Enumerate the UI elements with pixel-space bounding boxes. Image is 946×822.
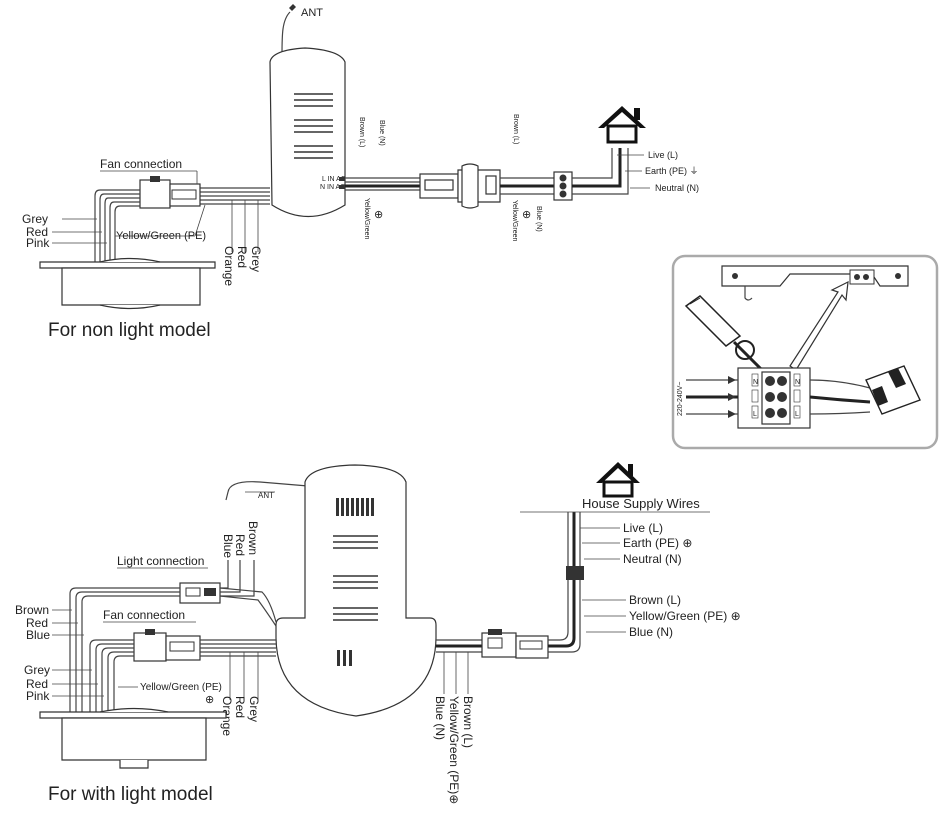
bottom-left-wire-pink: Pink <box>26 689 50 703</box>
bottom-light-wire-brown: Brown <box>246 521 260 555</box>
bottom-house-icon <box>596 462 640 498</box>
top-supply-wires <box>572 148 650 195</box>
bottom-receiver-vents-icon <box>333 498 378 666</box>
bottom-wire-grey: Grey <box>247 696 261 722</box>
top-caption: For non light model <box>48 320 211 341</box>
inset-bracket-terminal-icon <box>849 269 875 285</box>
bottom-out-yellow-green: Yellow/Green (PE)⊕ <box>447 696 461 804</box>
top-wire-red-bottom: Red <box>235 246 249 268</box>
inset-arrow-icon <box>789 280 849 371</box>
bottom-light-wires <box>219 560 277 627</box>
bottom-fan-brown: Brown (L) <box>629 593 681 607</box>
bottom-light-connection-label: Light connection <box>117 554 204 568</box>
inset-plug-icon <box>865 365 921 415</box>
bottom-supply-wires <box>520 511 710 653</box>
top-receiver-earth-icon: ⊕ <box>374 209 383 221</box>
top-wire-orange: Orange <box>222 246 236 286</box>
top-motor-housing <box>39 257 216 310</box>
bottom-wire-orange: Orange <box>220 696 234 736</box>
top-terminal-n-in: N IN AC <box>320 184 345 191</box>
top-fan-wires <box>200 187 270 252</box>
inset-wires <box>686 376 871 418</box>
bottom-pe-label: Yellow/Green (PE) <box>140 682 222 693</box>
bottom-out-blue: Blue (N) <box>433 696 447 740</box>
top-terminal-blue-label: Blue (N) <box>535 206 542 232</box>
inset-bracket <box>721 265 909 301</box>
inset-letter-l-right: L <box>795 411 799 418</box>
bottom-supply-earth: Earth (PE) ⊕ <box>623 536 692 550</box>
inset-terminal-detail: N N L L 220-240V~ <box>671 254 939 450</box>
top-terminal-wires <box>500 177 555 195</box>
top-receiver-vents-icon <box>294 93 333 159</box>
top-house-icon <box>598 106 646 144</box>
inset-letter-l-left: L <box>753 411 757 418</box>
top-plug-connector <box>419 163 501 209</box>
bottom-fan-connection-label: Fan connection <box>103 608 185 622</box>
bottom-wire-red: Red <box>233 696 247 718</box>
bottom-left-wire-grey: Grey <box>24 663 50 677</box>
bottom-light-wire-blue: Blue <box>221 534 235 558</box>
top-motor-wires <box>94 189 140 262</box>
bottom-earth-icon: ⊕ <box>205 694 214 706</box>
top-receiver-brown-label: Brown (L) <box>358 117 365 147</box>
top-terminal-l-in: L IN AC <box>322 176 346 183</box>
top-terminal-earth-icon: ⊕ <box>522 209 531 221</box>
top-antenna-wire <box>281 11 291 56</box>
top-receiver-blue-label: Blue (N) <box>378 120 385 146</box>
top-wire-grey: Grey <box>22 212 48 226</box>
bottom-output-wires <box>436 639 482 694</box>
top-terminal-brown-label: Brown (L) <box>512 114 519 144</box>
top-ant-label: ANT <box>301 7 323 19</box>
top-fan-connector <box>139 176 201 209</box>
bottom-left-wire-blue: Blue <box>26 628 50 642</box>
bottom-light-connector <box>179 582 221 604</box>
top-antenna-tip-icon <box>289 4 296 11</box>
bottom-receiver <box>275 464 437 717</box>
bottom-fan-connector <box>133 629 201 662</box>
top-wire-pink: Pink <box>26 236 50 250</box>
top-receiver: L IN AC N IN AC <box>269 47 346 218</box>
top-output-wires <box>345 177 420 191</box>
inset-letter-n-right: N <box>795 379 800 386</box>
bottom-caption: For with light model <box>48 784 213 805</box>
top-wire-red: Red <box>26 225 48 239</box>
bottom-left-wire-red: Red <box>26 616 48 630</box>
inset-terminal-block: N N L L <box>737 367 811 429</box>
bottom-light-left-wires <box>69 587 180 712</box>
bottom-ant-label: ANT <box>258 491 274 500</box>
bottom-plug-connector <box>481 629 549 659</box>
top-wire-grey-bottom: Grey <box>249 246 263 272</box>
bottom-antenna-wire <box>225 481 309 501</box>
bottom-fan-wires <box>89 639 276 712</box>
bottom-left-wire-brown: Brown <box>15 603 49 617</box>
bottom-supply-neutral: Neutral (N) <box>623 552 682 566</box>
bottom-light-wire-red: Red <box>233 534 247 556</box>
bottom-diagram: ANT <box>15 462 741 805</box>
bottom-supply-live: Live (L) <box>623 521 663 535</box>
top-earth-label: Earth (PE) ⏚ <box>645 166 699 176</box>
top-live-label: Live (L) <box>648 150 678 160</box>
top-terminal-pe-label: Yellow/Green <box>511 200 518 241</box>
top-fan-connection-label: Fan connection <box>100 157 182 171</box>
top-terminal-block <box>553 171 573 201</box>
bottom-house-supply-label: House Supply Wires <box>582 496 700 511</box>
bottom-out-brown: Brown (L) <box>461 696 475 748</box>
bottom-fan-yellow-green: Yellow/Green (PE) ⊕ <box>629 609 741 623</box>
bottom-left-wire-red-2: Red <box>26 677 48 691</box>
top-pe-label: Yellow/Green (PE) <box>116 230 206 242</box>
bottom-motor-housing <box>39 707 227 769</box>
inset-letter-n-left: N <box>753 379 758 386</box>
bottom-fan-blue: Blue (N) <box>629 625 673 639</box>
top-receiver-pe-label: Yellow/Green <box>363 198 370 239</box>
inset-voltage-label: 220-240V~ <box>677 382 684 416</box>
top-diagram: ANT L IN AC N IN AC <box>22 4 699 341</box>
top-neutral-label: Neutral (N) <box>655 183 699 193</box>
